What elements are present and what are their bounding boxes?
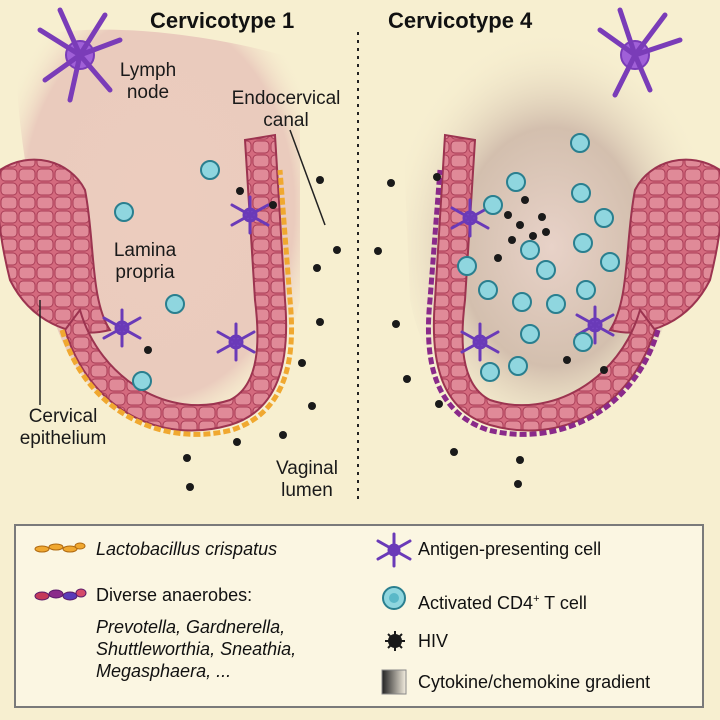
legend-anaerobes: Diverse anaerobes: (96, 585, 253, 605)
label-endocervical-canal: Endocervical canal (231, 88, 341, 131)
label-lamina-propria: Lamina propria (113, 240, 177, 283)
cervical-epithelium-right-lobe (608, 158, 720, 334)
lymph-node-left (37, 7, 123, 103)
legend-gradient: Cytokine/chemokine gradient (418, 672, 651, 692)
gradient-icon (381, 669, 407, 695)
legend-lactobacillus: Lactobacillus crispatus (96, 539, 278, 559)
title-cervicotype-4: Cervicotype 4 (388, 8, 533, 33)
apc-icon (376, 532, 412, 568)
canal-pointer (289, 129, 326, 226)
label-cervical-epithelium: Cervical epithelium (19, 406, 107, 449)
lymph-node-right (597, 7, 683, 98)
cervical-epithelium-right (432, 133, 657, 432)
legend-apc: Antigen-presenting cell (418, 539, 602, 559)
hiv-icon (385, 631, 405, 651)
anaerobes-icon (34, 588, 87, 601)
legend-anaerobes-list: Prevotella, Gardnerella, Shuttleworthia,… (96, 617, 297, 681)
label-lymph-node: Lymph node (119, 60, 177, 103)
legend-hiv: HIV (418, 631, 449, 651)
lactobacillus-icon (34, 542, 86, 553)
t-cell-icon (382, 586, 406, 610)
cervical-epithelium-left-lobe (0, 158, 112, 334)
title-cervicotype-1: Cervicotype 1 (150, 8, 295, 33)
activated-t-cells (114, 133, 620, 391)
hiv-particles (144, 173, 608, 491)
label-vaginal-lumen: Vaginal lumen (276, 458, 338, 501)
legend: Lactobacillus crispatus Diverse anaerobe… (14, 524, 704, 708)
cervical-epithelium-left (63, 133, 288, 432)
cervix-diagram (0, 7, 720, 500)
legend-t-cell: Activated CD4+ T cell (418, 593, 587, 613)
antigen-presenting-cells (102, 195, 615, 362)
